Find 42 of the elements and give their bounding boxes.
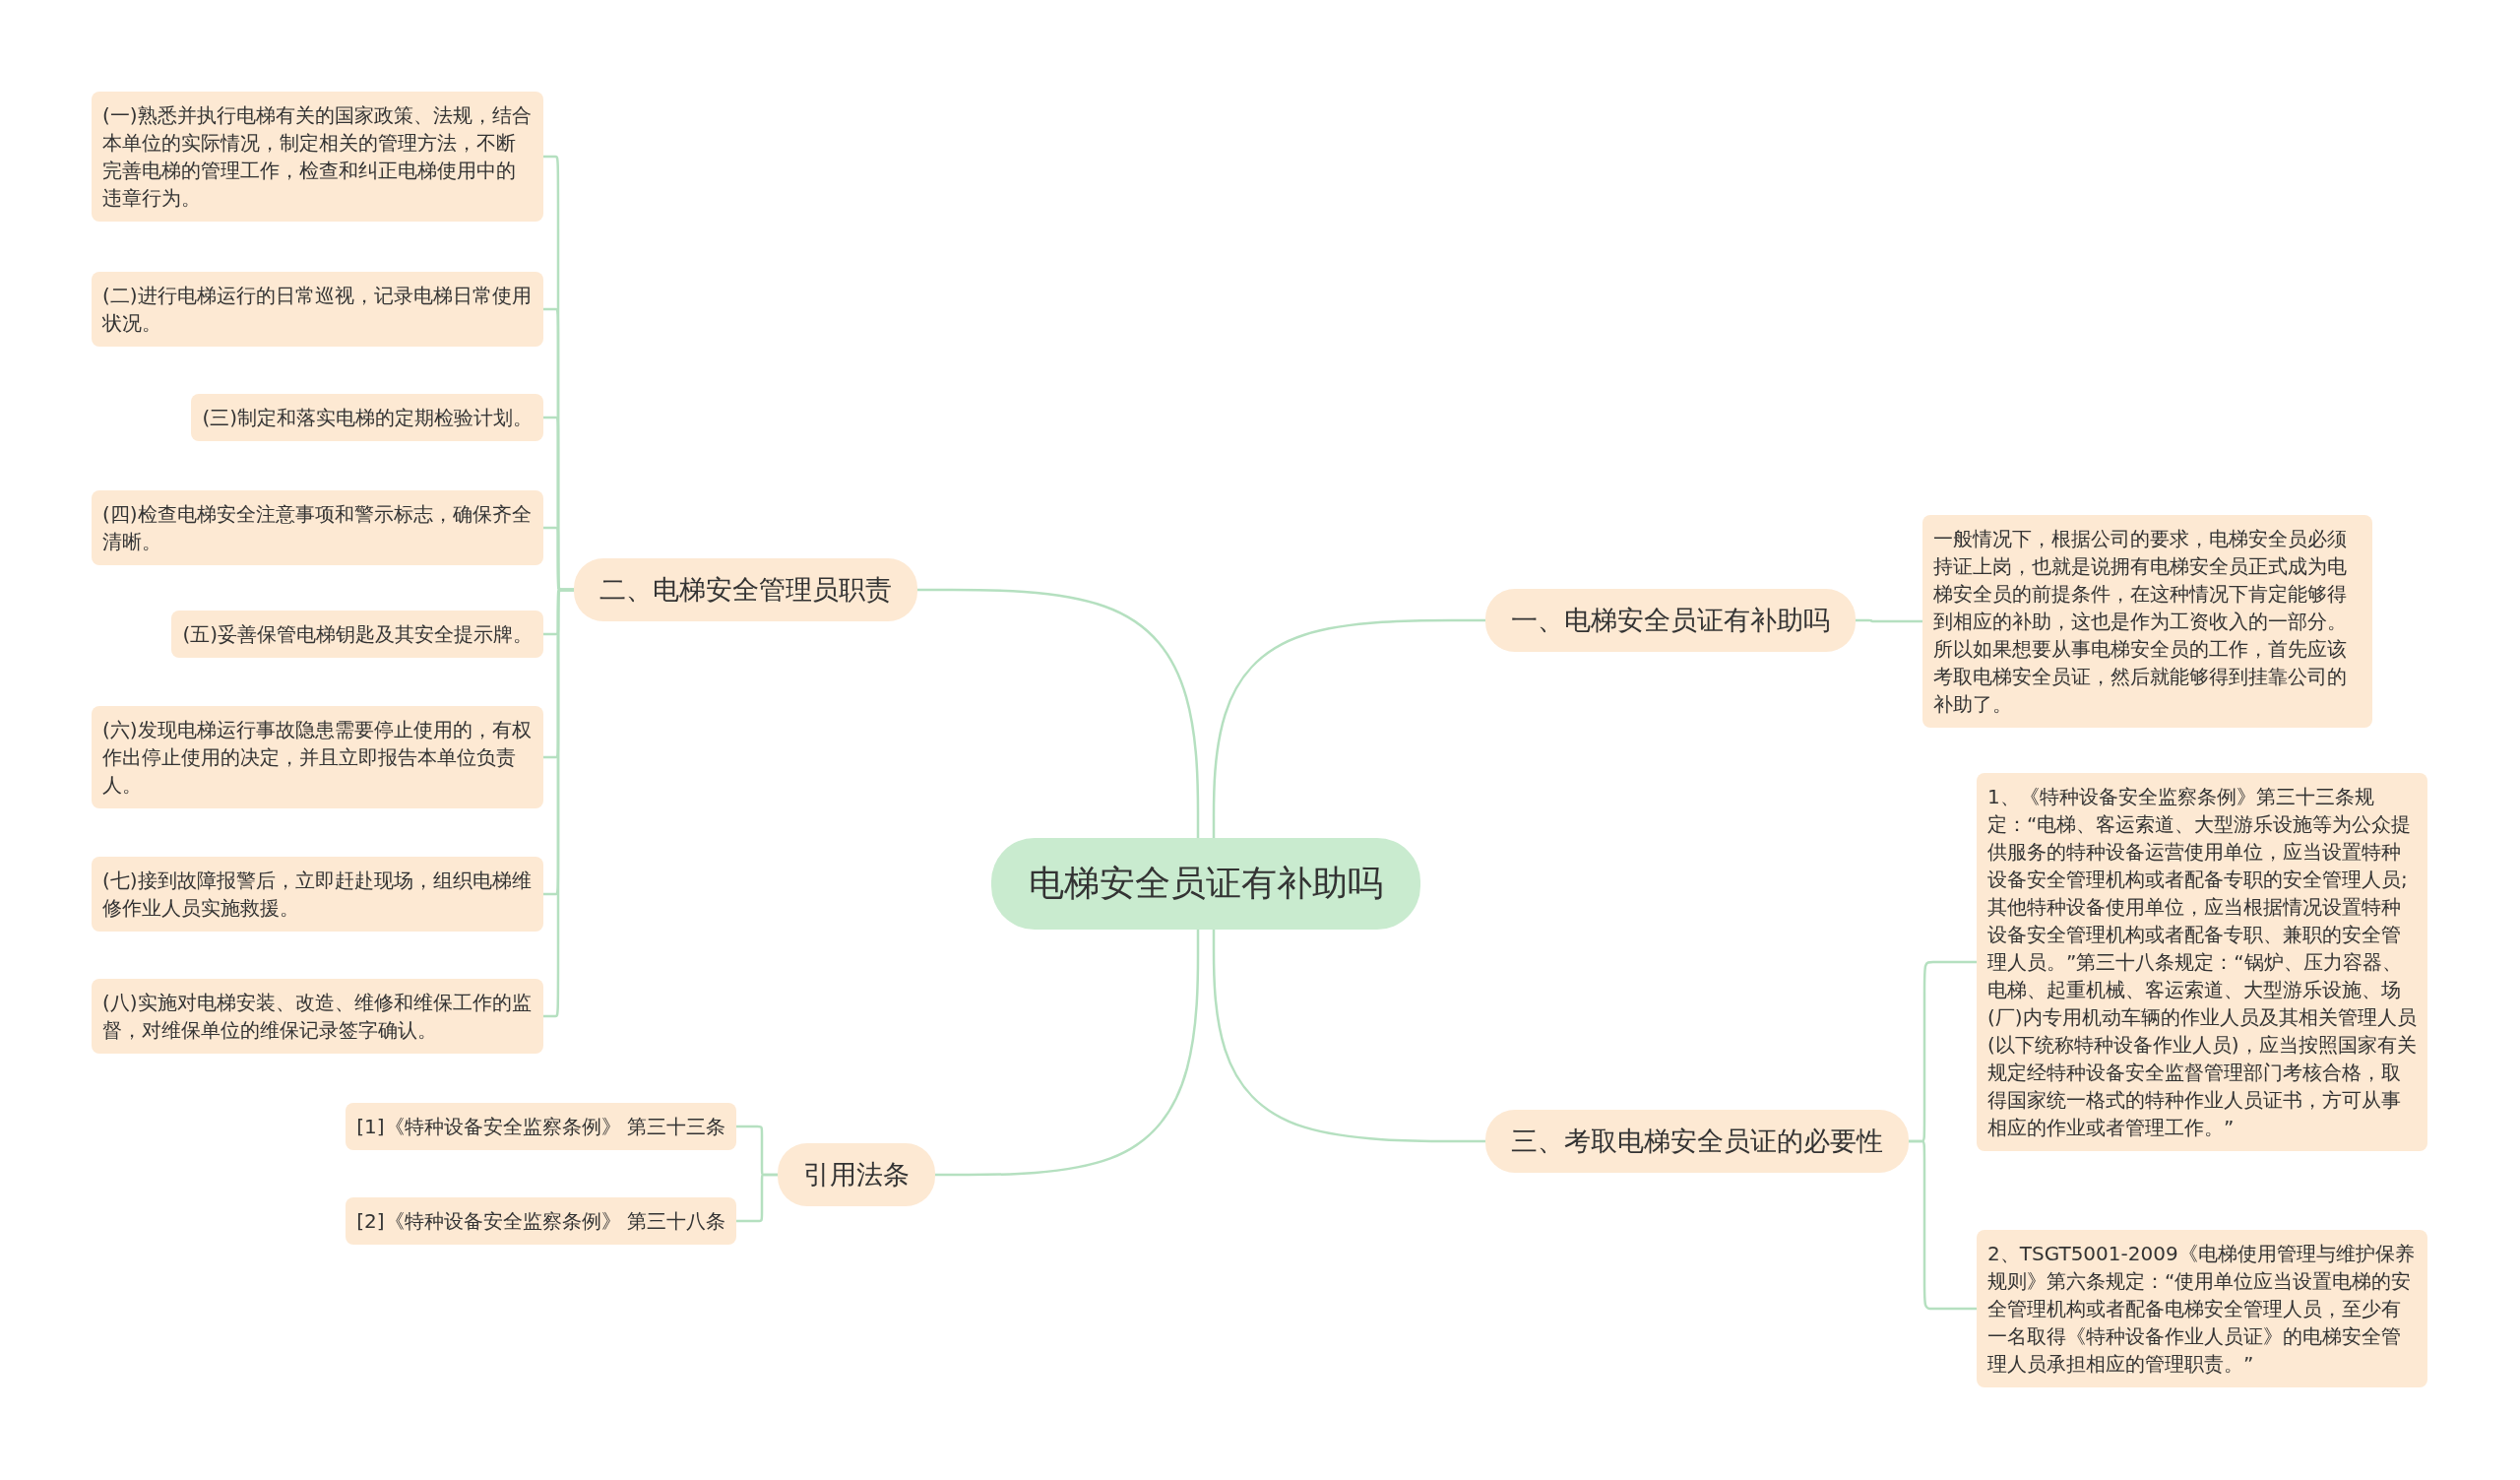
note-card	[92, 979, 543, 1054]
note-text: 1、《特种设备安全监察条例》第三十三条规定：“电梯、客运索道、大型游乐设施等为公众提供服务的特种设备运营使用单位，应当设置特种设备安全管理机构或者配备专职的安全管理人员;其他特种设备使用单位，应当根据情况设置特种设备安全管理机构或者配备专职、兼职的安全管理人员。”第三十八条规定：“锅炉、压力容器、电梯、起重机械、客运索道、大型游乐设施、场(厂)内专用机动车辆的作业人员及其相关管理人员(以下统称特种设备作业人员)，应当按照国家有关规定经特种设备安全监督管理部门考核合格，取得国家统一格式的特种作业人员证书，方可从事相应的作业或者管理工作。”	[1987, 784, 2417, 1141]
connector-line	[543, 588, 574, 1018]
note-card	[171, 611, 543, 658]
branch-topic	[778, 1143, 935, 1206]
note-text: (四)检查电梯安全注意事项和警示标志，确保齐全清晰。	[102, 501, 533, 555]
topic-text: 二、电梯安全管理员职责	[599, 573, 892, 607]
note-text: 2、TSGT5001-2009《电梯使用管理与维护保养规则》第六条规定：“使用单位应当设置电梯的安全管理机构或者配备电梯安全管理人员，至少有一名取得《特种设备作业人员证》的电梯安全管理人员承担相应的管理职责。”	[1987, 1241, 2416, 1378]
topic-text: 一、电梯安全员证有补助吗	[1511, 604, 1830, 637]
connector-line	[1909, 1139, 1977, 1311]
note-text: (一)熟悉并执行电梯有关的国家政策、法规，结合本单位的实际情况，制定相关的管理方法，不断完善电梯的管理工作，检查和纠正电梯使用中的违章行为。	[102, 102, 533, 212]
topic-text: 三、考取电梯安全员证的必要性	[1511, 1125, 1883, 1158]
note-card	[1922, 515, 2372, 728]
topic-text: 引用法条	[803, 1158, 910, 1191]
note-card	[92, 706, 543, 808]
connector-line	[1856, 618, 1922, 623]
note-text: (三)制定和落实电梯的定期检验计划。	[202, 405, 533, 431]
branch-topic	[574, 558, 917, 621]
note-text: (六)发现电梯运行事故隐患需要停止使用的，有权作出停止使用的决定，并且立即报告本单位负责人。	[102, 717, 533, 799]
note-text: [1]《特种设备安全监察条例》 第三十三条	[356, 1114, 725, 1140]
note-text: (二)进行电梯运行的日常巡视，记录电梯日常使用状况。	[102, 283, 533, 337]
connector-line	[917, 588, 1200, 838]
connector-line	[935, 930, 1200, 1177]
note-card	[346, 1103, 736, 1150]
note-text: [2]《特种设备安全监察条例》 第三十八条	[356, 1208, 725, 1235]
note-text: (五)妥善保管电梯钥匙及其安全提示牌。	[182, 621, 533, 648]
note-card	[346, 1197, 736, 1245]
connector-line	[1212, 618, 1485, 838]
note-card	[92, 857, 543, 932]
note-card	[92, 490, 543, 565]
connector-line	[1212, 930, 1485, 1143]
topic-text: 电梯安全员证有补助吗	[1029, 862, 1383, 905]
note-card	[92, 272, 543, 347]
note-card	[92, 92, 543, 222]
note-text: 一般情况下，根据公司的要求，电梯安全员必须持证上岗，也就是说拥有电梯安全员正式成为电梯安全员的前提条件，在这种情况下肯定能够得到相应的补助，这也是作为工资收入的一部分。所以如果想要从事电梯安全员的工作，首先应该考取电梯安全员证，然后就能够得到挂靠公司的补助了。	[1933, 526, 2348, 718]
branch-topic	[1485, 1110, 1909, 1173]
branch-topic	[1485, 589, 1856, 652]
note-text: (八)实施对电梯安装、改造、维修和维保工作的监督，对维保单位的维保记录签字确认。	[102, 990, 533, 1044]
note-card	[191, 394, 543, 441]
connector-line	[736, 1173, 778, 1223]
note-card	[1977, 1230, 2427, 1387]
note-text: (七)接到故障报警后，立即赶赴现场，组织电梯维修作业人员实施救援。	[102, 868, 533, 922]
